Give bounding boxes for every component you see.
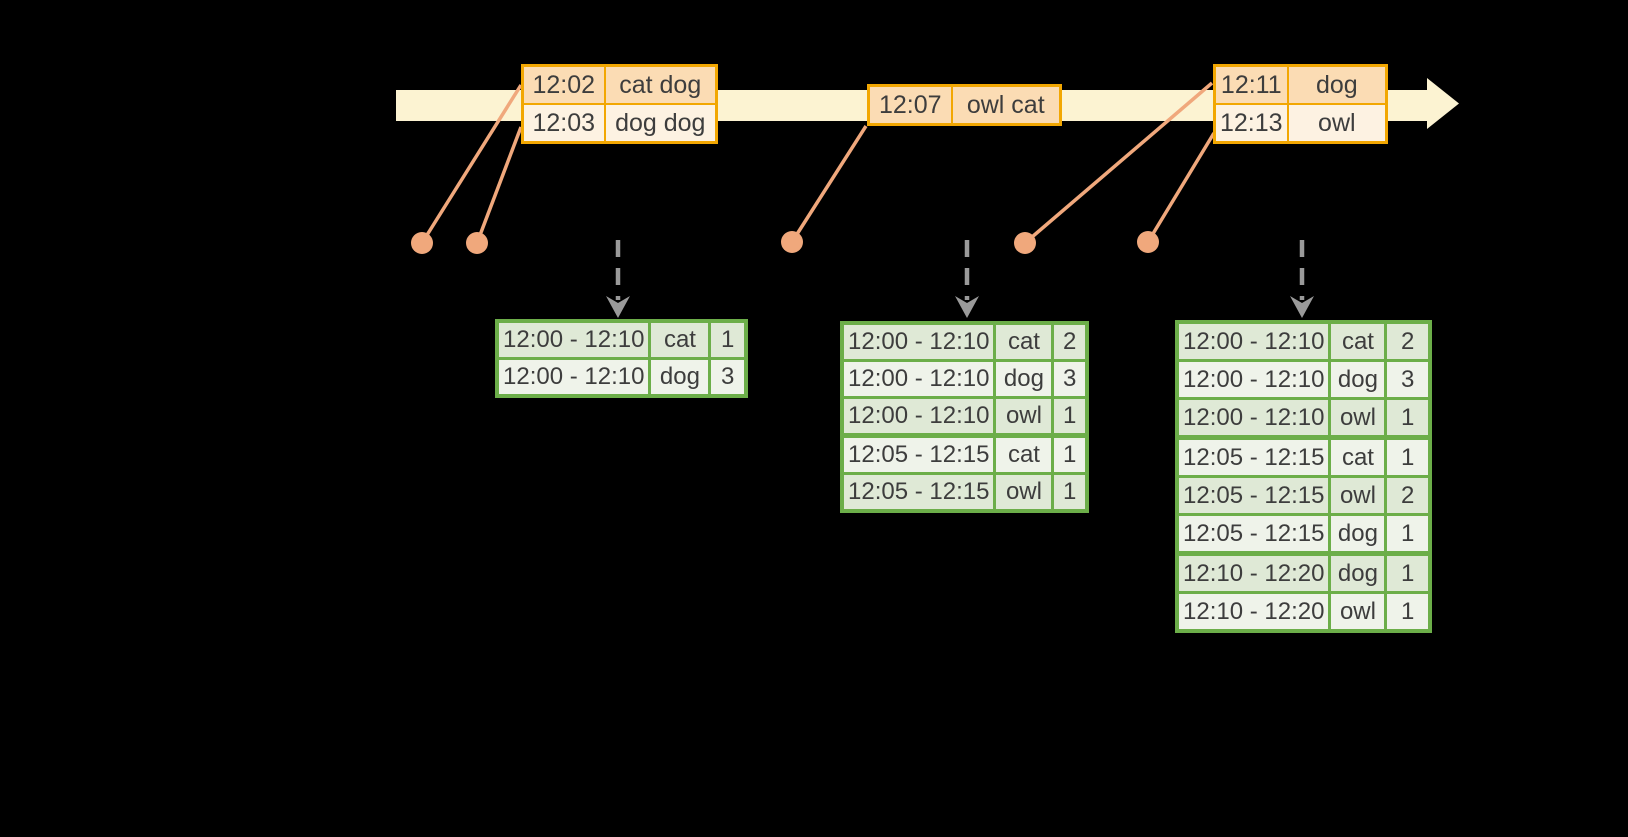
- word-cell: owl: [1328, 591, 1388, 633]
- window-cell: 12:10 - 12:20: [1175, 591, 1332, 633]
- table-row: 12:05 - 12:15 cat 1: [1175, 435, 1432, 478]
- word-cell: cat: [993, 433, 1055, 475]
- table-row: 12:00 - 12:10 owl 1: [840, 396, 1089, 437]
- event-dots: [411, 231, 1159, 254]
- time-cell: 12:02: [521, 64, 606, 105]
- trigger-arrowhead-icon: [606, 296, 630, 318]
- table-row: 12:05 - 12:15 owl 1: [840, 472, 1089, 513]
- word-cell: cat: [648, 319, 712, 360]
- window-cell: 12:00 - 12:10: [840, 396, 997, 437]
- trigger-arrows: [615, 240, 1305, 300]
- word-cell: owl: [1328, 475, 1388, 516]
- result-table: 12:00 - 12:10 cat 2 12:00 - 12:10 dog 3 …: [840, 321, 1089, 513]
- words-cell: owl cat: [950, 84, 1062, 126]
- event-connectors: [420, 81, 1216, 245]
- event-connector-line: [1146, 132, 1216, 243]
- count-cell: 1: [1384, 551, 1432, 594]
- count-cell: 1: [1384, 591, 1432, 633]
- table-row: 12:10 - 12:20 owl 1: [1175, 591, 1432, 633]
- word-cell: dog: [1328, 551, 1388, 594]
- table-row: 12:00 - 12:10 cat 2: [1175, 320, 1432, 362]
- word-cell: dog: [648, 357, 712, 398]
- event-dot: [1137, 231, 1159, 253]
- words-cell: dog dog: [603, 103, 718, 144]
- table-row: 12:00 - 12:10 dog 3: [495, 357, 748, 398]
- word-cell: cat: [1328, 435, 1388, 478]
- count-cell: 1: [1051, 472, 1089, 513]
- table-row: 12:10 - 12:20 dog 1: [1175, 551, 1432, 594]
- count-cell: 3: [708, 357, 748, 398]
- count-cell: 3: [1051, 359, 1089, 399]
- count-cell: 2: [1051, 321, 1089, 362]
- event-dot: [1014, 232, 1036, 254]
- count-cell: 1: [1384, 397, 1432, 439]
- window-cell: 12:05 - 12:15: [1175, 513, 1332, 555]
- count-cell: 2: [1384, 320, 1432, 362]
- time-cell: 12:11: [1213, 64, 1289, 105]
- trigger-arrowhead-icon: [1290, 296, 1314, 318]
- table-row: 12:00 - 12:10 cat 1: [495, 319, 748, 360]
- word-cell: owl: [993, 472, 1055, 513]
- count-cell: 2: [1384, 475, 1432, 516]
- table-row: 12:00 - 12:10 dog 3: [1175, 359, 1432, 400]
- window-cell: 12:00 - 12:10: [1175, 320, 1332, 362]
- window-cell: 12:00 - 12:10: [495, 319, 652, 360]
- event-table: 12:07 owl cat: [867, 84, 1062, 126]
- words-cell: owl: [1286, 103, 1388, 144]
- table-row: 12:03 dog dog: [521, 103, 718, 144]
- time-cell: 12:03: [521, 103, 606, 144]
- window-cell: 12:05 - 12:15: [1175, 435, 1332, 478]
- table-row: 12:00 - 12:10 dog 3: [840, 359, 1089, 399]
- table-row: 12:02 cat dog: [521, 64, 718, 105]
- word-cell: dog: [1328, 359, 1388, 400]
- event-dot: [411, 232, 433, 254]
- window-cell: 12:00 - 12:10: [1175, 397, 1332, 439]
- result-table: 12:00 - 12:10 cat 1 12:00 - 12:10 dog 3: [495, 319, 748, 398]
- time-cell: 12:07: [867, 84, 953, 126]
- words-cell: cat dog: [603, 64, 718, 105]
- table-row: 12:00 - 12:10 cat 2: [840, 321, 1089, 362]
- words-cell: dog: [1286, 64, 1388, 105]
- table-row: 12:05 - 12:15 dog 1: [1175, 513, 1432, 555]
- window-cell: 12:00 - 12:10: [495, 357, 652, 398]
- window-cell: 12:00 - 12:10: [840, 359, 997, 399]
- trigger-arrowheads: [606, 296, 1314, 318]
- event-table: 12:02 cat dog 12:03 dog dog: [521, 64, 718, 144]
- event-dot: [781, 231, 803, 253]
- window-cell: 12:10 - 12:20: [1175, 551, 1332, 594]
- word-cell: dog: [993, 359, 1055, 399]
- table-row: 12:00 - 12:10 owl 1: [1175, 397, 1432, 439]
- window-cell: 12:00 - 12:10: [840, 321, 997, 362]
- window-cell: 12:05 - 12:15: [840, 433, 997, 475]
- count-cell: 1: [1384, 513, 1432, 555]
- word-cell: cat: [993, 321, 1055, 362]
- count-cell: 1: [1051, 396, 1089, 437]
- count-cell: 3: [1384, 359, 1432, 400]
- word-cell: cat: [1328, 320, 1388, 362]
- count-cell: 1: [1384, 435, 1432, 478]
- table-row: 12:11 dog: [1213, 64, 1388, 105]
- event-connector-line: [420, 84, 523, 244]
- event-connector-line: [790, 125, 868, 243]
- event-table: 12:11 dog 12:13 owl: [1213, 64, 1389, 144]
- event-connector-line: [475, 126, 523, 244]
- window-cell: 12:05 - 12:15: [1175, 475, 1332, 516]
- window-cell: 12:00 - 12:10: [1175, 359, 1332, 400]
- window-cell: 12:05 - 12:15: [840, 472, 997, 513]
- timeline-arrowhead-icon: [1427, 78, 1459, 129]
- count-cell: 1: [708, 319, 748, 360]
- trigger-arrowhead-icon: [955, 296, 979, 318]
- word-cell: owl: [1328, 397, 1388, 439]
- table-row: 12:05 - 12:15 cat 1: [840, 433, 1089, 475]
- event-connector-line: [1023, 81, 1214, 245]
- table-row: 12:07 owl cat: [867, 84, 1062, 126]
- word-cell: dog: [1328, 513, 1388, 555]
- table-row: 12:05 - 12:15 owl 2: [1175, 475, 1432, 516]
- time-cell: 12:13: [1213, 103, 1289, 144]
- result-table: 12:00 - 12:10 cat 2 12:00 - 12:10 dog 3 …: [1175, 320, 1432, 633]
- word-cell: owl: [993, 396, 1055, 437]
- table-row: 12:13 owl: [1213, 103, 1388, 144]
- event-dot: [466, 232, 488, 254]
- count-cell: 1: [1051, 433, 1089, 475]
